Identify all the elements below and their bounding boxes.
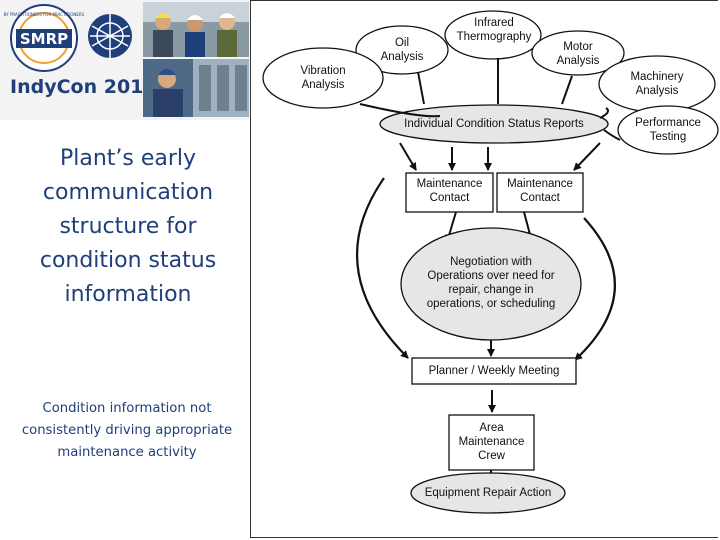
event-name: IndyCon 2017: [10, 76, 157, 98]
crew-label: Area Maintenance Crew: [458, 422, 525, 462]
infrared-thermography-label: Infrared Thermography: [456, 17, 532, 43]
left-panel: SMRP BY PRACTITIONERS FOR PRACTITIONERS …: [0, 0, 250, 540]
vibration-analysis-label: Vibration Analysis: [300, 65, 346, 91]
condition-reports-bubble: [379, 104, 609, 144]
maintenance-contact-box-1: [405, 172, 494, 213]
badge-text: SMRP: [20, 30, 68, 48]
oil-analysis-label: Oil Analysis: [380, 37, 424, 63]
infrared-thermography-bubble: [444, 10, 542, 60]
performance-testing-label: Performance Testing: [635, 117, 701, 143]
performance-testing-bubble: [617, 105, 719, 155]
workers-photo: [143, 2, 249, 57]
technician-photo: [143, 59, 249, 117]
diagram-frame: [250, 0, 718, 538]
maintenance-contact-box-2: [496, 172, 584, 213]
repair-action-bubble: [410, 472, 566, 514]
maintenance-contact-label-1: Maintenance Contact: [416, 178, 483, 204]
badge-ring-text: BY PRACTITIONERS FOR PRACTITIONERS: [4, 12, 85, 17]
negotiation-label: Negotiation with Operations over need fo…: [426, 256, 556, 310]
vibration-analysis-bubble: [262, 47, 384, 109]
machinery-analysis-label: Machinery Analysis: [630, 71, 684, 97]
planner-box: [411, 357, 577, 385]
planner-label: Planner / Weekly Meeting: [428, 365, 560, 377]
motor-analysis-bubble: [531, 30, 625, 76]
slide-note: Condition information not consistently d…: [21, 401, 233, 460]
smrp-logo: SMRP BY PRACTITIONERS FOR PRACTITIONERS: [4, 4, 132, 72]
slide-title: Plant’s early communication structure fo…: [39, 146, 217, 307]
condition-reports-label: Individual Condition Status Reports: [404, 118, 584, 130]
motor-analysis-label: Motor Analysis: [556, 41, 600, 67]
header-banner: SMRP BY PRACTITIONERS FOR PRACTITIONERS …: [0, 0, 250, 120]
crew-box: [448, 414, 535, 471]
oil-analysis-bubble: [355, 25, 449, 75]
repair-action-label: Equipment Repair Action: [424, 487, 552, 499]
maintenance-contact-label-2: Maintenance Contact: [507, 178, 573, 204]
